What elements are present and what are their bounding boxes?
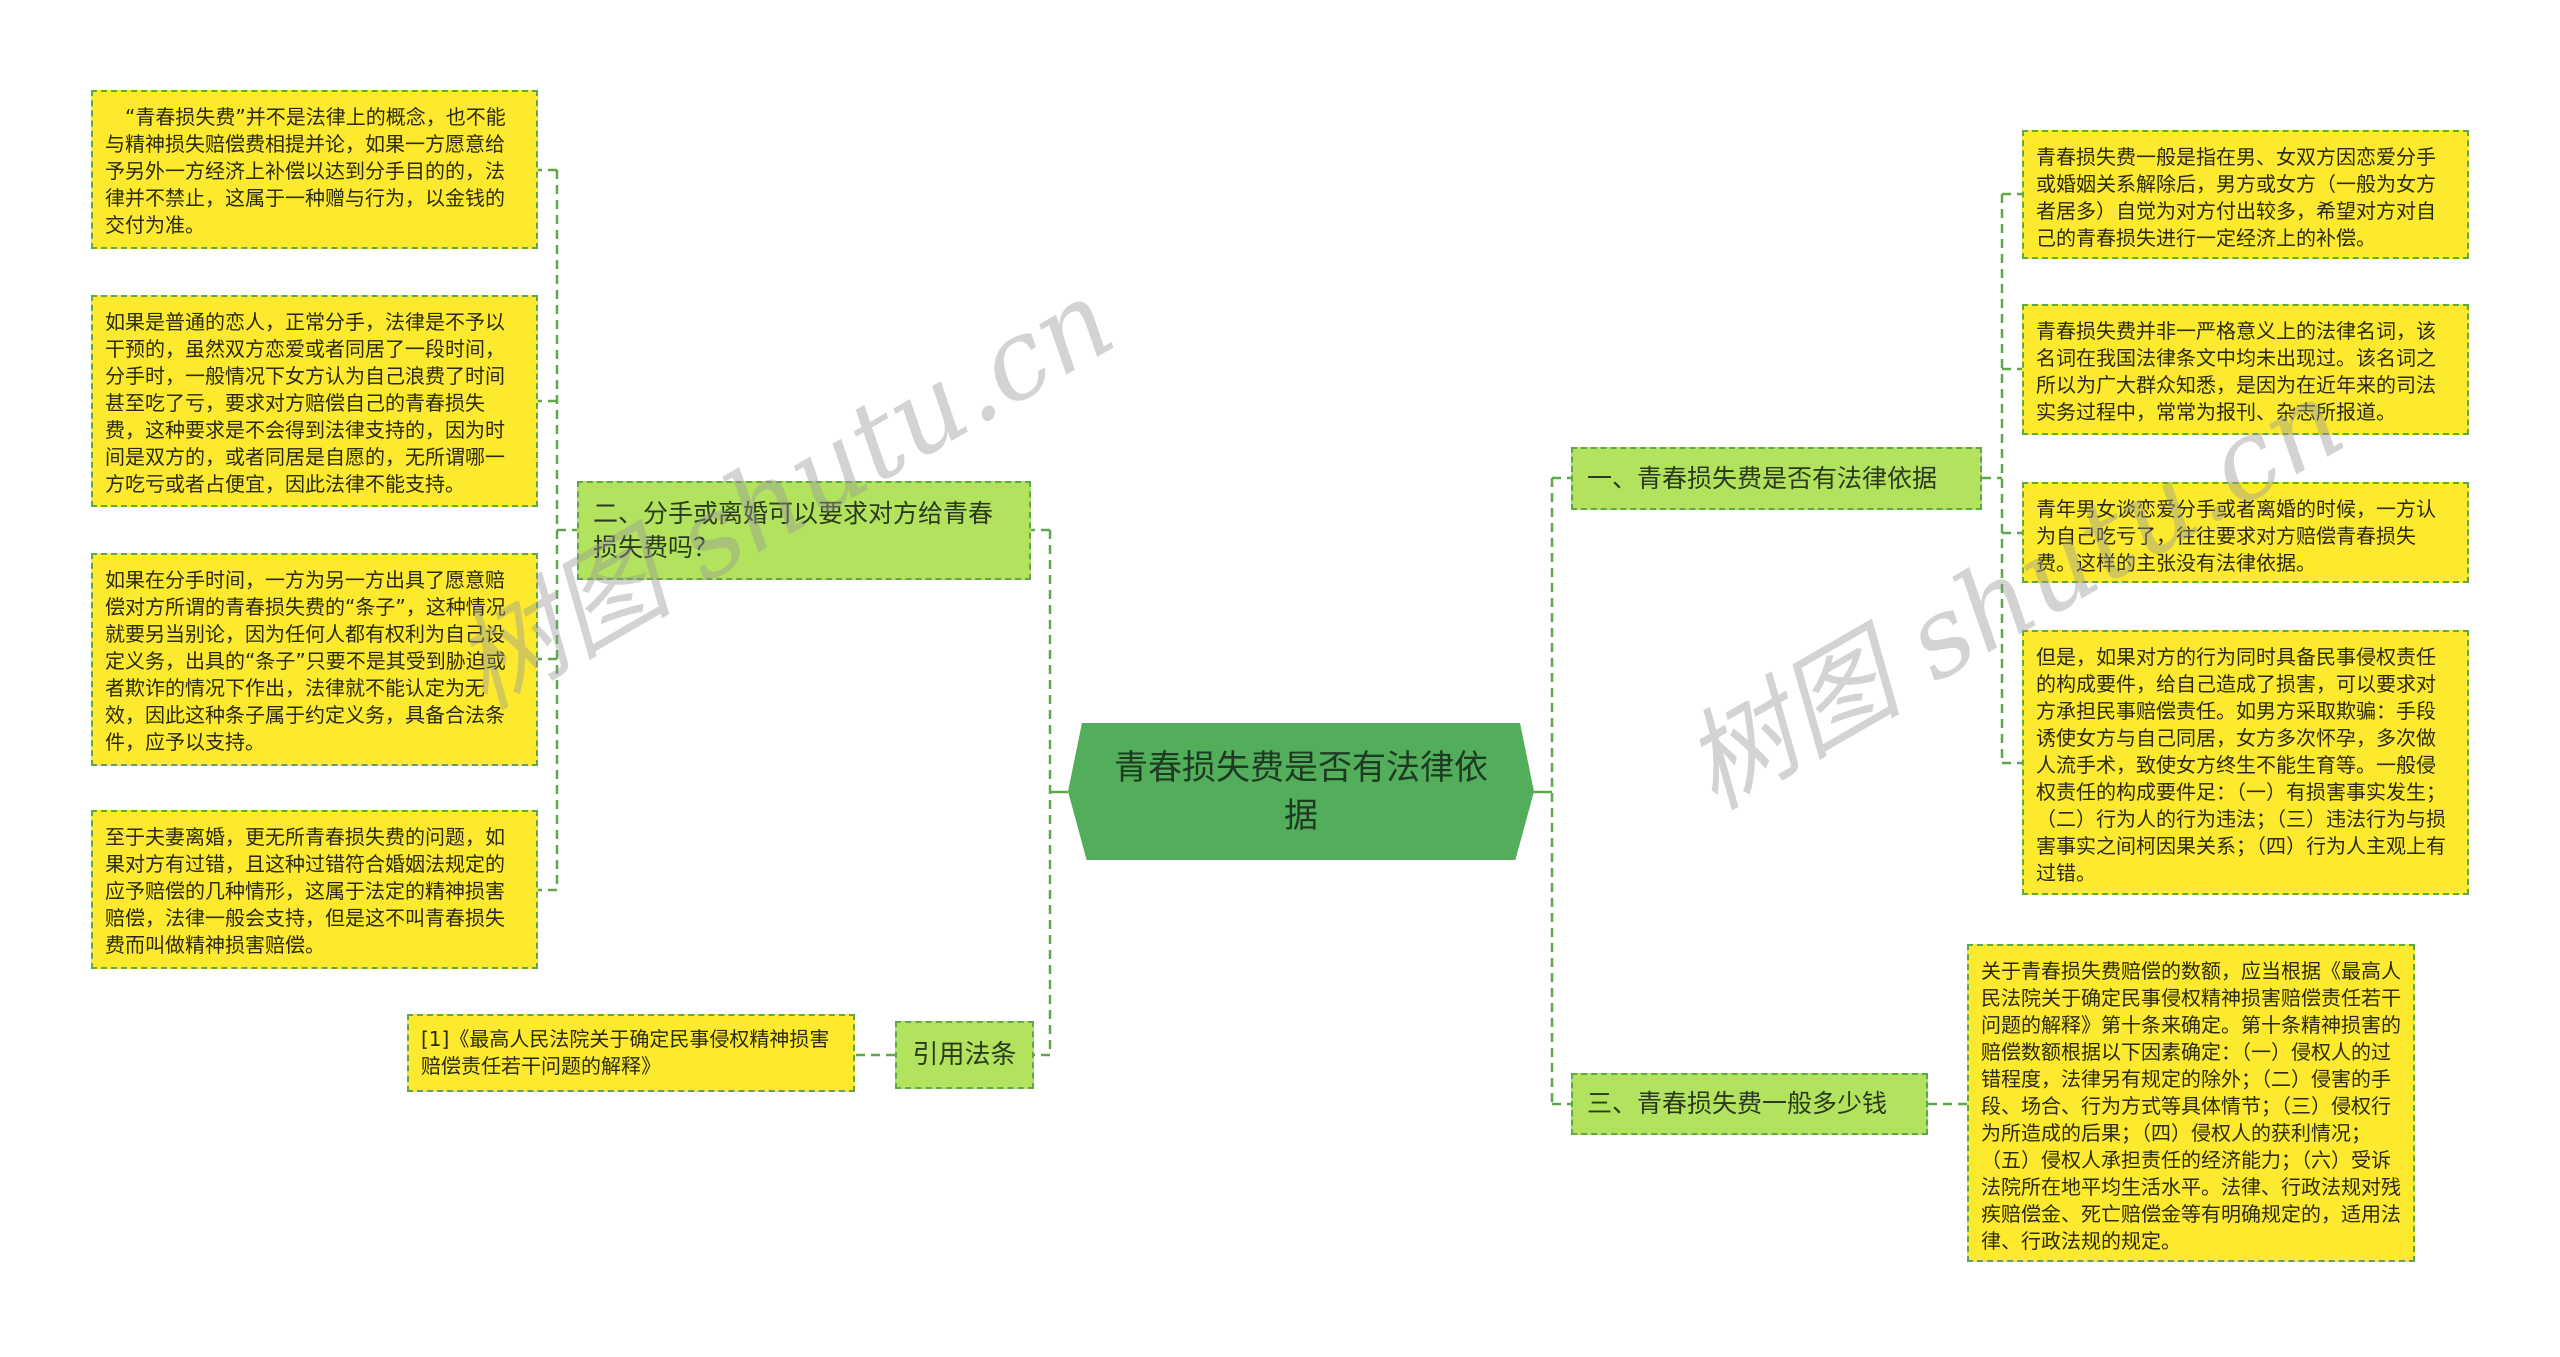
branch-node-legal-basis[interactable]: 一、青春损失费是否有法律依据 bbox=[1571, 447, 1982, 510]
leaf-text: 青年男女谈恋爱分手或者离婚的时候，一方认为自己吃亏了，往往要求对方赔偿青春损失费… bbox=[2036, 497, 2436, 575]
leaf-text: 青春损失费一般是指在男、女双方因恋爱分手或婚姻关系解除后，男方或女方（一般为女方… bbox=[2036, 145, 2436, 250]
branch-label: 二、分手或离婚可以要求对方给青春损失费吗？ bbox=[593, 498, 994, 562]
leaf-note[interactable]: “青春损失费”并不是法律上的概念，也不能与精神损失赔偿费相提并论，如果一方愿意给… bbox=[91, 90, 538, 249]
central-topic[interactable]: 青春损失费是否有法律依据 bbox=[1068, 723, 1534, 860]
leaf-text: 但是，如果对方的行为同时具备民事侵权责任的构成要件，给自己造成了损害，可以要求对… bbox=[2036, 645, 2446, 885]
branch-label: 引用法条 bbox=[912, 1040, 1017, 1070]
leaf-note[interactable]: 青春损失费一般是指在男、女双方因恋爱分手或婚姻关系解除后，男方或女方（一般为女方… bbox=[2022, 130, 2469, 259]
central-topic-label: 青春损失费是否有法律依据 bbox=[1114, 747, 1488, 836]
leaf-note[interactable]: 青年男女谈恋爱分手或者离婚的时候，一方认为自己吃亏了，往往要求对方赔偿青春损失费… bbox=[2022, 482, 2469, 583]
leaf-text: [1]《最高人民法院关于确定民事侵权精神损害赔偿责任若干问题的解释》 bbox=[421, 1027, 830, 1078]
leaf-text: 如果在分手时间，一方为另一方出具了愿意赔偿对方所谓的青春损失费的“条子”，这种情… bbox=[105, 568, 506, 754]
leaf-text: 如果是普通的恋人，正常分手，法律是不予以干预的，虽然双方恋爱或者同居了一段时间，… bbox=[105, 310, 505, 496]
leaf-note[interactable]: 如果是普通的恋人，正常分手，法律是不予以干预的，虽然双方恋爱或者同居了一段时间，… bbox=[91, 295, 538, 507]
branch-label: 一、青春损失费是否有法律依据 bbox=[1587, 463, 1938, 493]
branch-label: 三、青春损失费一般多少钱 bbox=[1587, 1089, 1888, 1118]
leaf-note[interactable]: 但是，如果对方的行为同时具备民事侵权责任的构成要件，给自己造成了损害，可以要求对… bbox=[2022, 630, 2469, 895]
branch-node-cited-laws[interactable]: 引用法条 bbox=[895, 1021, 1034, 1089]
branch-node-amount[interactable]: 三、青春损失费一般多少钱 bbox=[1571, 1073, 1928, 1135]
leaf-reference[interactable]: [1]《最高人民法院关于确定民事侵权精神损害赔偿责任若干问题的解释》 bbox=[407, 1014, 855, 1092]
leaf-text: 至于夫妻离婚，更无所青春损失费的问题，如果对方有过错，且这种过错符合婚姻法规定的… bbox=[105, 825, 505, 957]
leaf-note[interactable]: 如果在分手时间，一方为另一方出具了愿意赔偿对方所谓的青春损失费的“条子”，这种情… bbox=[91, 553, 538, 766]
leaf-note[interactable]: 关于青春损失费赔偿的数额，应当根据《最高人民法院关于确定民事侵权精神损害赔偿责任… bbox=[1967, 944, 2415, 1262]
leaf-text: 关于青春损失费赔偿的数额，应当根据《最高人民法院关于确定民事侵权精神损害赔偿责任… bbox=[1981, 959, 2401, 1253]
leaf-text: “青春损失费”并不是法律上的概念，也不能与精神损失赔偿费相提并论，如果一方愿意给… bbox=[105, 105, 506, 237]
leaf-text: 青春损失费并非一严格意义上的法律名词，该名词在我国法律条文中均未出现过。该名词之… bbox=[2036, 319, 2436, 424]
leaf-note[interactable]: 青春损失费并非一严格意义上的法律名词，该名词在我国法律条文中均未出现过。该名词之… bbox=[2022, 304, 2469, 435]
leaf-note[interactable]: 至于夫妻离婚，更无所青春损失费的问题，如果对方有过错，且这种过错符合婚姻法规定的… bbox=[91, 810, 538, 969]
branch-node-breakup-compensation[interactable]: 二、分手或离婚可以要求对方给青春损失费吗？ bbox=[577, 481, 1031, 580]
